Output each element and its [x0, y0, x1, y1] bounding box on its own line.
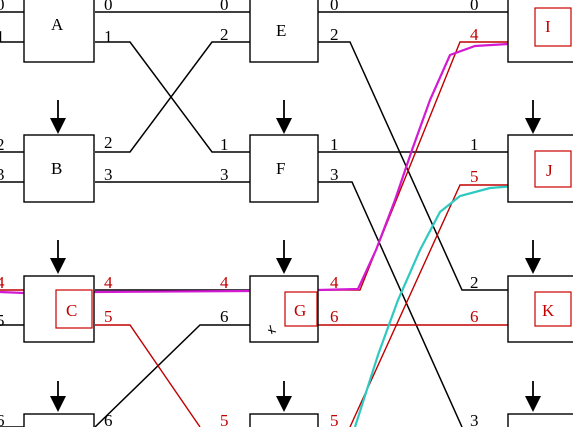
port-label: 1 — [0, 27, 5, 46]
port-label: 2 — [220, 25, 229, 44]
switch-label-j: J — [546, 161, 553, 180]
port-label: 6 — [330, 307, 339, 326]
port-label: 4 — [220, 273, 229, 292]
port-label: 6 — [0, 411, 5, 427]
switch-d — [23, 413, 95, 427]
switch-i — [507, 0, 573, 63]
arrow-down-icon — [50, 381, 66, 412]
port-label: 2 — [330, 25, 339, 44]
switch-j — [507, 134, 573, 203]
switch-e — [249, 0, 319, 63]
port-label: 5 — [104, 307, 113, 326]
switch-h — [249, 413, 319, 427]
switch-c — [23, 275, 95, 343]
port-label: 4 — [470, 25, 479, 44]
red-path-c5-h5 — [95, 324, 201, 427]
port-label: 5 — [470, 167, 479, 186]
port-label: 3 — [470, 411, 479, 427]
port-label: 5 — [0, 311, 5, 330]
wire-d6-g6 — [94, 324, 250, 427]
port-label: 0 — [330, 0, 339, 14]
port-label: 5 — [220, 411, 229, 427]
port-label: 3 — [104, 165, 113, 184]
port-label: 2 — [104, 133, 113, 152]
port-label: 0 — [470, 0, 479, 14]
port-label: 0 — [104, 0, 113, 14]
switch-c-inner — [55, 289, 93, 329]
port-label: 4 — [0, 273, 5, 292]
wire-f3-l3 — [318, 181, 463, 427]
port-label: 1 — [220, 135, 229, 154]
port-label: 3 — [0, 165, 5, 184]
switch-a — [23, 0, 95, 63]
switch-label-e: E — [276, 21, 286, 40]
port-label: 4 — [330, 273, 339, 292]
port-label: 4 — [104, 273, 113, 292]
wire-b2-e2 — [95, 41, 250, 153]
port-label: 3 — [330, 165, 339, 184]
switch-label-k: K — [542, 301, 555, 320]
switch-boxes — [23, 0, 573, 427]
switch-k-inner — [534, 291, 572, 327]
switch-label-i: I — [545, 17, 551, 36]
red-paths — [0, 41, 573, 427]
cursor-mark-icon — [267, 324, 277, 335]
switch-l — [507, 413, 573, 427]
switch-label-f: F — [276, 159, 285, 178]
port-label: 2 — [470, 273, 479, 292]
switch-label-b: B — [51, 159, 62, 178]
switch-g — [249, 275, 319, 343]
arrow-down-icon — [276, 381, 292, 412]
port-label: 6 — [470, 307, 479, 326]
input-arrows — [50, 100, 541, 412]
port-label: 5 — [330, 411, 339, 427]
switch-i-inner — [534, 7, 572, 47]
switch-f — [249, 134, 319, 203]
arrow-down-icon — [525, 240, 541, 274]
red-path-g4-i4 — [318, 41, 508, 291]
switch-k — [507, 275, 573, 343]
port-label: 6 — [104, 411, 113, 427]
switch-b — [23, 134, 95, 203]
red-path-h5-j5 — [349, 184, 508, 427]
port-label: 1 — [330, 135, 339, 154]
port-label: 1 — [470, 135, 479, 154]
port-label: 3 — [220, 165, 229, 184]
port-label: 0 — [220, 0, 229, 14]
magenta-path — [0, 34, 573, 295]
port-label: 2 — [0, 135, 5, 154]
arrow-down-icon — [276, 240, 292, 274]
switch-g-inner — [284, 291, 318, 327]
arrow-down-icon — [525, 100, 541, 134]
switch-j-inner — [534, 150, 572, 188]
arrow-down-icon — [276, 100, 292, 134]
switch-labels: A B C E F G I J K — [51, 15, 555, 320]
port-label: 6 — [220, 307, 229, 326]
port-label: 1 — [104, 27, 113, 46]
wire-e2-k2 — [318, 41, 508, 291]
port-label: 0 — [0, 0, 5, 14]
arrow-down-icon — [50, 240, 66, 274]
switch-label-c: C — [66, 301, 77, 320]
arrow-down-icon — [525, 381, 541, 412]
arrow-down-icon — [50, 100, 66, 134]
switch-label-a: A — [51, 15, 64, 34]
switch-label-g: G — [294, 301, 306, 320]
wires — [0, 11, 508, 427]
port-labels: 0 1 2 3 4 5 6 0 1 2 3 4 5 6 0 2 1 3 4 6 … — [0, 0, 479, 427]
